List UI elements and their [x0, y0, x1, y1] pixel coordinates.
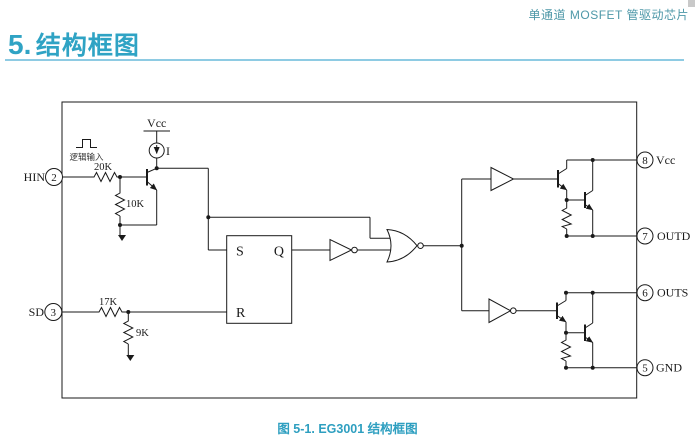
- pin-hin-label: HIN: [24, 170, 46, 184]
- low-side-driver: [461, 290, 637, 370]
- nor-gate-icon: [386, 228, 418, 263]
- resistor-9k: [122, 318, 134, 345]
- sd-input-stage: 17K 9K: [61, 297, 227, 361]
- pin-hin: HIN 2: [24, 168, 63, 186]
- heading-underline: [5, 59, 684, 61]
- section-heading: 5. 结构框图: [8, 26, 140, 62]
- pin-outd-number: 7: [642, 231, 648, 243]
- input-transistor: [120, 167, 158, 226]
- inverter-icon: [329, 238, 353, 262]
- pin-outd-circle: [636, 227, 654, 245]
- pin-gnd: 5 GND: [636, 359, 682, 377]
- scrollbar-fragment: [688, 0, 695, 7]
- vcc-current-source: Vcc I: [143, 116, 170, 171]
- pin-hin-circle: [45, 168, 63, 186]
- pin-sd: SD 3: [29, 303, 63, 321]
- nor-gate: [386, 179, 464, 311]
- pin-sd-number: 3: [51, 307, 57, 319]
- pin-vcc-circle: [636, 151, 654, 169]
- pin-sd-label: SD: [29, 305, 45, 319]
- section-title: 结构框图: [35, 32, 140, 60]
- pin-gnd-label: GND: [656, 361, 682, 375]
- pin-gnd-circle: [636, 359, 654, 377]
- page-header-product-line: 单通道 MOSFET 管驱动芯片: [528, 8, 689, 22]
- chip-outline: [61, 101, 638, 399]
- pin-sd-circle: [44, 303, 63, 321]
- resistor-10k-label: 10K: [126, 199, 145, 210]
- logic-input-label: 逻辑输入: [69, 152, 104, 162]
- pin-hin-number: 2: [51, 172, 57, 184]
- resistor-20k: [90, 171, 120, 183]
- current-source-label: I: [166, 144, 170, 158]
- signal-routing: [156, 167, 394, 251]
- driver-resistor: [560, 338, 572, 362]
- driver-resistor: [560, 206, 573, 230]
- buffer-icon: [490, 166, 515, 192]
- q-inverter: [291, 238, 394, 262]
- pin-vcc-label: Vcc: [656, 153, 675, 167]
- resistor-10k: [114, 190, 126, 217]
- pin-gnd-number: 5: [642, 363, 648, 375]
- vcc-top-label: Vcc: [147, 116, 166, 130]
- resistor-20k-label: 20K: [94, 162, 113, 173]
- hin-input-stage: 逻辑输入 20K 10K Vcc: [62, 116, 170, 241]
- resistor-17k-label: 17K: [99, 297, 118, 308]
- high-side-driver: [461, 158, 637, 238]
- pin-vcc: 8 Vcc: [636, 151, 675, 169]
- latch-r-label: R: [236, 306, 246, 321]
- pin-outs: 6 OUTS: [636, 284, 688, 302]
- pin-outd-label: OUTD: [657, 229, 691, 243]
- pin-vcc-number: 8: [642, 155, 648, 167]
- latch-s-label: S: [236, 245, 244, 260]
- section-number: 5.: [8, 29, 32, 60]
- resistor-17k: [95, 306, 125, 318]
- inverter-icon: [488, 298, 512, 324]
- pin-outs-number: 6: [642, 288, 648, 300]
- latch-q-label: Q: [274, 245, 284, 260]
- pin-outd: 7 OUTD: [636, 227, 691, 245]
- pin-outs-label: OUTS: [657, 286, 688, 300]
- pulse-waveform-icon: [76, 139, 97, 148]
- sr-latch: S Q R: [226, 235, 293, 324]
- figure-caption: 图 5-1. EG3001 结构框图: [277, 422, 418, 436]
- resistor-9k-label: 9K: [136, 328, 149, 339]
- pin-outs-circle: [636, 284, 654, 302]
